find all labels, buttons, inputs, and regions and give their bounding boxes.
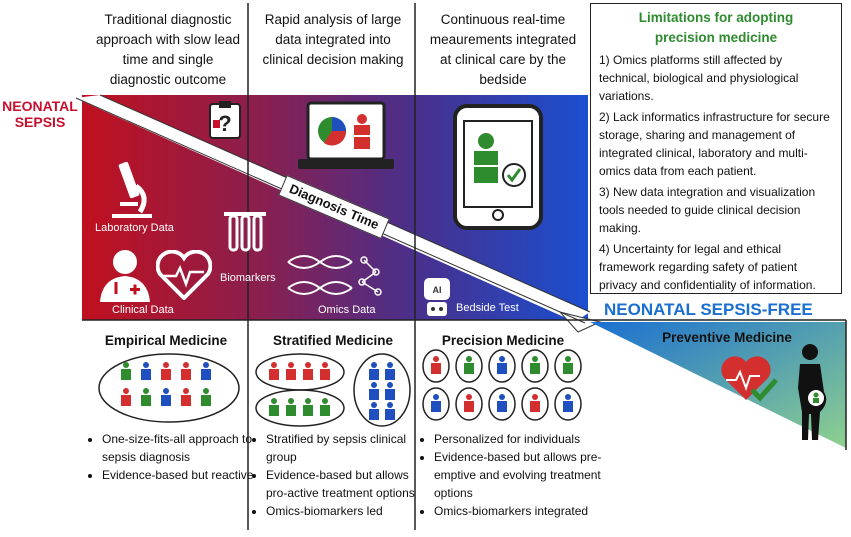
- group-ellipse: [422, 349, 450, 383]
- baby-figure: [286, 362, 296, 380]
- baby-figure: [269, 398, 279, 416]
- group-ellipse: [455, 387, 483, 421]
- clipboard-icon: ?: [209, 101, 241, 139]
- bullet-item: Evidence-based but reactive: [102, 466, 258, 484]
- group-ellipse: [98, 353, 240, 423]
- baby-figure: [161, 362, 171, 380]
- preventive-gradient: [590, 322, 846, 448]
- empirical-baby-group: [98, 353, 240, 423]
- baby-figure: [563, 394, 573, 412]
- bullet-item: Omics-biomarkers integrated: [434, 502, 604, 520]
- preventive-medicine-title: Preventive Medicine: [662, 330, 792, 345]
- clinical-data-label: Clinical Data: [112, 304, 174, 316]
- group-ellipse: [255, 389, 345, 427]
- limitation-item: 3) New data integration and visualizatio…: [599, 185, 816, 235]
- laptop-icon: [298, 101, 394, 169]
- microscope-icon: [112, 161, 152, 218]
- baby-figure: [431, 394, 441, 412]
- baby-figure: [269, 362, 279, 380]
- precision-bullets: Personalized for individuals Evidence-ba…: [420, 430, 604, 520]
- laboratory-data-label: Laboratory Data: [95, 222, 174, 234]
- bullet-item: Personalized for individuals: [434, 430, 604, 448]
- pregnant-woman-icon: [798, 344, 827, 440]
- group-ellipse: [521, 387, 549, 421]
- bedside-test-label: Bedside Test: [456, 302, 519, 314]
- limitation-item: 1) Omics platforms still affected by tec…: [599, 53, 799, 103]
- group-ellipse: [488, 349, 516, 383]
- baby-figure: [161, 388, 171, 406]
- baby-figure: [385, 362, 395, 380]
- bullet-item: Stratified by sepsis clinical group: [266, 430, 428, 466]
- baby-figure: [181, 388, 191, 406]
- biomarkers-label: Biomarkers: [220, 272, 276, 284]
- limitation-item: 4) Uncertainty for legal and ethical fra…: [599, 242, 816, 292]
- svg-text:?: ?: [218, 111, 231, 136]
- baby-figure: [320, 398, 330, 416]
- heart-check-icon: [721, 356, 778, 402]
- baby-figure: [303, 362, 313, 380]
- limitation-item: 2) Lack informatics infrastructure for s…: [599, 110, 830, 178]
- group-ellipse: [488, 387, 516, 421]
- baby-figure: [464, 356, 474, 374]
- baby-figure: [141, 388, 151, 406]
- group-ellipse: [554, 387, 582, 421]
- baby-figure: [141, 362, 151, 380]
- stratified-bullets: Stratified by sepsis clinical group Evid…: [252, 430, 428, 520]
- arrow-head: [558, 311, 602, 333]
- dna-network-icon: [287, 255, 382, 296]
- bullet-item: Evidence-based but allows pre-emptive an…: [434, 448, 604, 502]
- baby-figure: [303, 398, 313, 416]
- baby-figure: [530, 356, 540, 374]
- group-ellipse: [455, 349, 483, 383]
- tablet-icon: [453, 104, 543, 230]
- baby-figure: [181, 362, 191, 380]
- bullet-item: One-size-fits-all approach to sepsis dia…: [102, 430, 258, 466]
- group-ellipse: [554, 349, 582, 383]
- baby-figure: [563, 356, 573, 374]
- group-ellipse: [521, 349, 549, 383]
- svg-text:AI: AI: [433, 285, 442, 295]
- baby-figure: [320, 362, 330, 380]
- group-ellipse: [353, 353, 411, 427]
- empirical-medicine-title: Empirical Medicine: [104, 333, 228, 348]
- stratified-baby-groups: [255, 353, 411, 427]
- baby-figure: [385, 402, 395, 420]
- group-ellipse: [422, 387, 450, 421]
- baby-figure: [369, 382, 379, 400]
- baby-figure: [201, 362, 211, 380]
- baby-figure: [497, 356, 507, 374]
- neonatal-sepsis-free-label: NEONATAL SEPSIS-FREE: [604, 300, 813, 319]
- baby-figure: [286, 398, 296, 416]
- heart-icon: [156, 250, 212, 300]
- baby-figure: [497, 394, 507, 412]
- stratified-medicine-title: Stratified Medicine: [272, 333, 394, 348]
- baby-figure: [530, 394, 540, 412]
- bullet-item: Omics-biomarkers led: [266, 502, 428, 520]
- baby-figure: [121, 362, 131, 380]
- baby-figure: [369, 402, 379, 420]
- baby-figure: [431, 356, 441, 374]
- baby-figure: [201, 388, 211, 406]
- robot-icon: AI: [424, 278, 450, 316]
- baby-figure: [464, 394, 474, 412]
- doctor-icon: [100, 250, 150, 302]
- baby-figure: [369, 362, 379, 380]
- test-tubes-icon: [224, 212, 266, 252]
- baby-figure: [385, 382, 395, 400]
- precision-baby-groups: [422, 349, 582, 421]
- omics-data-label: Omics Data: [318, 304, 376, 316]
- baby-figure: [121, 388, 131, 406]
- precision-medicine-title: Precision Medicine: [441, 333, 565, 348]
- empirical-bullets: One-size-fits-all approach to sepsis dia…: [88, 430, 258, 484]
- bullet-item: Evidence-based but allows pro-active tre…: [266, 466, 428, 502]
